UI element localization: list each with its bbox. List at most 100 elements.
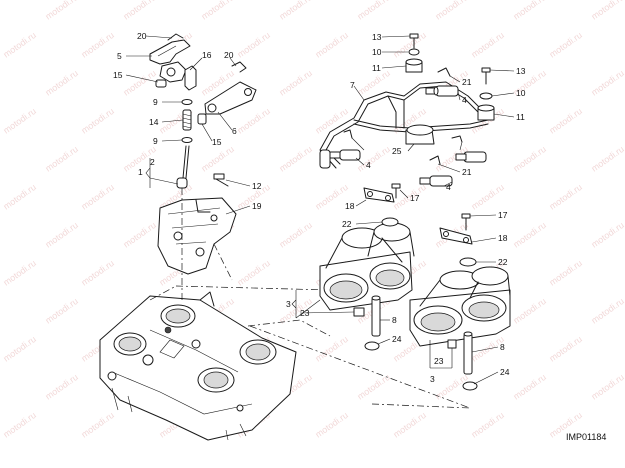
callout-label: 24 [392, 334, 402, 344]
nut-part-23-right [447, 339, 457, 349]
clip-part-21-c [429, 155, 441, 165]
watermark-text: motodi.ru [589, 0, 625, 22]
callout-label: 21 [462, 77, 472, 87]
watermark-text: motodi.ru [79, 182, 115, 212]
callout-label: 3 [430, 374, 435, 384]
watermark-text: motodi.ru [79, 106, 115, 136]
watermark-text: motodi.ru [43, 296, 79, 326]
watermark-text: motodi.ru [277, 144, 313, 174]
callout-label: 4 [446, 182, 451, 192]
callout-label: 9 [153, 97, 158, 107]
washer-part-9-upper [181, 99, 193, 105]
callout-label: 15 [212, 137, 222, 147]
watermark-text: motodi.ru [391, 410, 427, 440]
watermark-text: motodi.ru [589, 372, 625, 402]
watermark-text: motodi.ru [547, 258, 583, 288]
callout-label: 19 [252, 201, 262, 211]
callout-label: 11 [372, 63, 381, 73]
injector-part-4-lower [419, 175, 453, 187]
bracket-part-19 [157, 197, 237, 275]
fuel-rail-assembly [319, 33, 495, 187]
spacer-hardware [353, 295, 478, 391]
callout-label: 21 [462, 167, 472, 177]
watermark-text: motodi.ru [469, 182, 505, 212]
washer-part-10-top [408, 48, 420, 56]
washer-part-9-lower [181, 137, 193, 143]
clip-part-21-a [437, 67, 451, 77]
watermark-text: motodi.ru [277, 220, 313, 250]
callout-label: 13 [372, 32, 382, 42]
watermark-text: motodi.ru [1, 30, 37, 60]
clip-part-20-right [231, 61, 247, 73]
throttle-body-base [99, 295, 297, 441]
watermark-text: motodi.ru [43, 144, 79, 174]
callout-label: 20 [224, 50, 234, 60]
callout-label: 8 [392, 315, 397, 325]
callout-label: 18 [498, 233, 508, 243]
callout-label: 4 [462, 95, 467, 105]
callout-label: 23 [300, 308, 310, 318]
lever-part-6 [204, 81, 257, 115]
callout-label: 7 [350, 80, 355, 90]
watermark-text: motodi.ru [511, 220, 547, 250]
watermark-text: motodi.ru [313, 334, 349, 364]
injector-part-4-left [329, 149, 361, 161]
watermark-text: motodi.ru [589, 296, 625, 326]
watermark-text: motodi.ru [1, 182, 37, 212]
callout-label: 24 [500, 367, 510, 377]
watermark-text: motodi.ru [547, 182, 583, 212]
watermark-text: motodi.ru [511, 0, 547, 22]
watermark-text: motodi.ru [277, 68, 313, 98]
screw-part-17-right [461, 213, 471, 231]
callout-label: 4 [366, 160, 371, 170]
callout-label: 10 [516, 88, 526, 98]
callout-label: 12 [252, 181, 262, 191]
watermark-text: motodi.ru [43, 68, 79, 98]
watermark-text: motodi.ru [547, 30, 583, 60]
clip-part-21-d [451, 135, 463, 143]
watermark-text: motodi.ru [433, 0, 469, 22]
watermark-text: motodi.ru [589, 220, 625, 250]
watermark-text: motodi.ru [469, 30, 505, 60]
watermark-text: motodi.ru [121, 220, 157, 250]
callout-label: 15 [113, 70, 123, 80]
watermark-text: motodi.ru [43, 220, 79, 250]
watermark-text: motodi.ru [79, 410, 115, 440]
callout-label: 17 [498, 210, 508, 220]
washer-part-24-left [364, 341, 380, 351]
washer-part-10-right [479, 92, 493, 100]
watermark-text: motodi.ru [43, 372, 79, 402]
washer-part-22-left [381, 217, 399, 227]
callout-label: 14 [149, 117, 159, 127]
injector-part-4-right [455, 151, 487, 163]
callout-label: 3 [286, 299, 291, 309]
injector-part-4-upper [425, 85, 459, 97]
watermark-text: motodi.ru [589, 68, 625, 98]
watermark-text: motodi.ru [79, 30, 115, 60]
watermark-text: motodi.ru [1, 106, 37, 136]
callout-label: 22 [498, 257, 508, 267]
throttle-body-assembly [99, 291, 297, 441]
watermark-text: motodi.ru [355, 372, 391, 402]
callout-label: 17 [410, 193, 420, 203]
watermark-text: motodi.ru [1, 334, 37, 364]
callout-label: 5 [117, 51, 122, 61]
washer-part-22-right [459, 257, 477, 267]
callout-label: 9 [153, 136, 158, 146]
watermark-text: motodi.ru [277, 0, 313, 22]
watermark-text: motodi.ru [355, 0, 391, 22]
rod-end-part-1 [176, 177, 188, 189]
watermark-text: motodi.ru [235, 106, 271, 136]
intake-funnel-right [409, 266, 511, 347]
watermark-text: motodi.ru [121, 0, 157, 22]
watermark-text: motodi.ru [199, 0, 235, 22]
callout-label: 1 [138, 167, 143, 177]
callout-label: 10 [372, 47, 382, 57]
callout-label: 23 [434, 356, 444, 366]
watermark-text: motodi.ru [511, 144, 547, 174]
callout-leaders [125, 35, 515, 385]
watermark-text: motodi.ru [43, 0, 79, 22]
pin-part-15-right [197, 113, 207, 125]
